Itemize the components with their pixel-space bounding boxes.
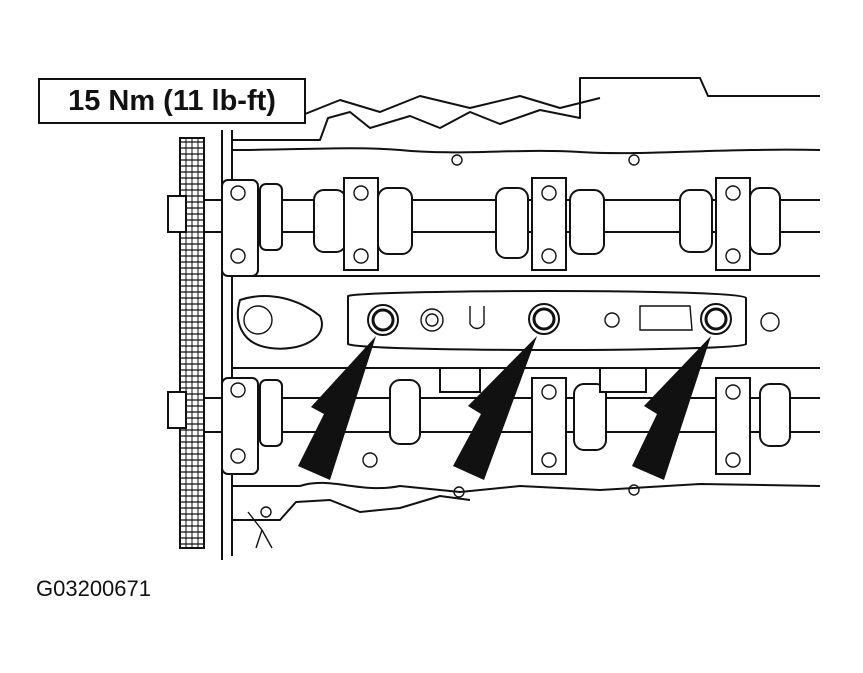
arrow-icon-3: [632, 336, 711, 480]
lower-camshaft: [167, 367, 820, 498]
bolt-2: [528, 303, 560, 335]
bearing-rail: [236, 290, 780, 351]
cylinder-head-outline: [221, 77, 821, 560]
arrow-icon-2: [453, 336, 537, 480]
figure-code: G03200671: [36, 576, 151, 601]
timing-belt: [179, 137, 205, 549]
bolt-3: [700, 303, 732, 335]
arrow-icon-1: [298, 336, 376, 480]
bolt-1: [367, 304, 399, 336]
torque-spec-callout: 15 Nm (11 lb-ft): [38, 78, 306, 124]
upper-camshaft: [167, 154, 820, 277]
